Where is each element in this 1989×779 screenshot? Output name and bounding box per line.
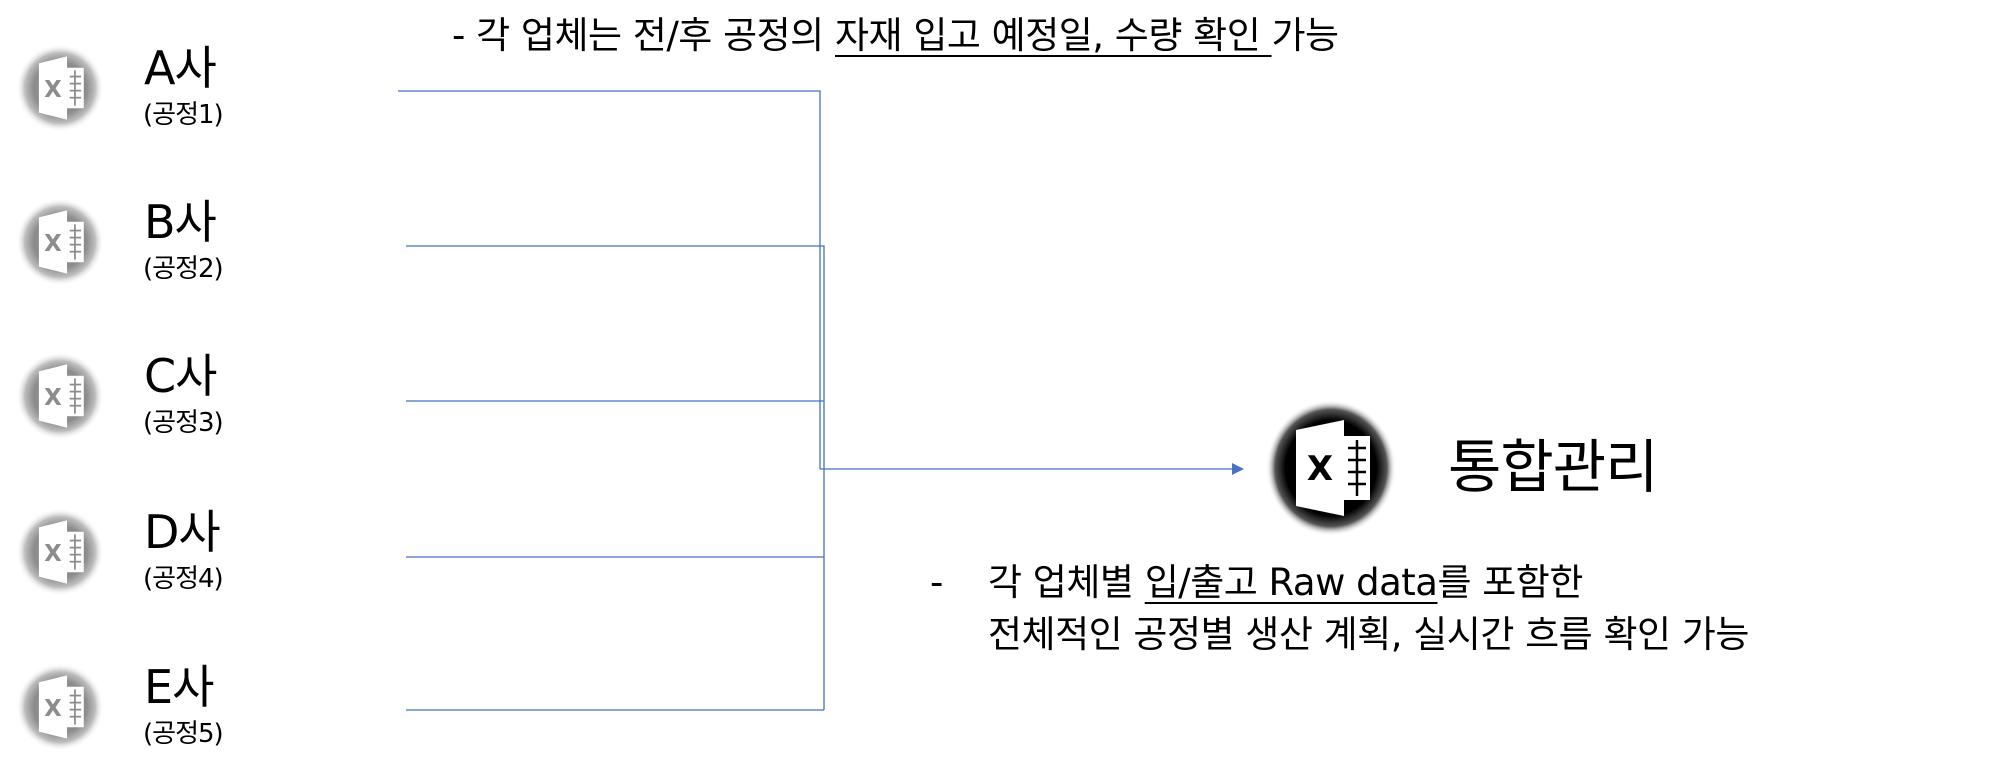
svg-text:X: X — [44, 696, 62, 722]
company-process: (공정3) — [143, 408, 224, 438]
top-note-suffix: 가능 — [1271, 14, 1340, 57]
svg-text:X: X — [44, 231, 62, 257]
company-name: E사 — [144, 660, 214, 714]
excel-icon: X — [16, 352, 104, 440]
svg-text:X: X — [1307, 449, 1333, 489]
top-note: - 각 업체는 전/후 공정의 자재 입고 예정일, 수량 확인 가능 — [452, 12, 1339, 60]
svg-text:X: X — [44, 77, 62, 103]
excel-icon: X — [16, 44, 104, 132]
hub-label: 통합관리 — [1448, 433, 1658, 501]
company-process: (공정1) — [143, 100, 224, 130]
company-a: X A사 (공정1) — [0, 40, 330, 160]
bottom-note-dash: - — [930, 561, 943, 604]
company-process: (공정4) — [143, 564, 224, 594]
company-c: X C사 (공정3) — [0, 348, 330, 468]
company-process: (공정5) — [143, 719, 224, 749]
svg-text:X: X — [44, 541, 62, 567]
company-name: B사 — [144, 195, 217, 249]
top-note-underlined: 자재 입고 예정일, 수량 확인 — [834, 14, 1272, 57]
company-name: A사 — [144, 41, 217, 95]
company-e: X E사 (공정5) — [0, 659, 330, 779]
excel-icon: X — [16, 508, 104, 596]
excel-icon: X — [16, 663, 104, 751]
bottom-note-line1-prefix: 각 업체별 — [988, 561, 1145, 604]
company-d: X D사 (공정4) — [0, 504, 330, 624]
connector-a — [398, 90, 821, 469]
bottom-note-line1-suffix: 를 포함한 — [1437, 561, 1583, 604]
bottom-note-line1: 각 업체별 입/출고 Raw data를 포함한 — [988, 557, 1583, 609]
company-process: (공정2) — [143, 254, 224, 284]
connector-b — [406, 245, 825, 710]
bottom-note-line1-underlined: 입/출고 Raw data — [1144, 561, 1438, 604]
excel-icon: X — [1266, 400, 1396, 536]
bottom-note-line2: 전체적인 공정별 생산 계획, 실시간 흐름 확인 가능 — [988, 613, 1749, 656]
svg-text:X: X — [44, 385, 62, 411]
company-name: D사 — [144, 505, 221, 559]
top-note-prefix: - 각 업체는 전/후 공정의 — [452, 14, 835, 57]
excel-icon: X — [16, 198, 104, 286]
company-b: X B사 (공정2) — [0, 194, 330, 314]
company-name: C사 — [144, 349, 217, 403]
